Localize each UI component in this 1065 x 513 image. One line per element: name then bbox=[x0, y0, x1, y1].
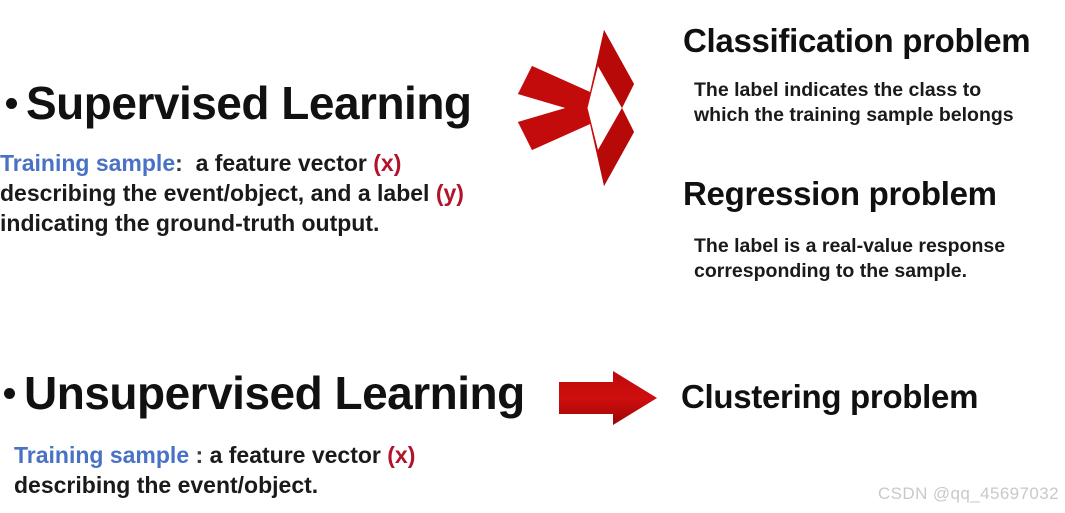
unsupervised-line-2-text: describing the event/object. bbox=[14, 472, 319, 498]
unsupervised-description-line-1: Training sample : a feature vector (x) bbox=[14, 440, 415, 470]
arrow-down-right-icon bbox=[512, 100, 640, 196]
detail-regression-line-1: The label is a real-value response bbox=[694, 235, 1006, 257]
detail-classification-line-1: The label indicates the class to bbox=[694, 79, 982, 101]
unsupervised-description: Training sample : a feature vector (x) d… bbox=[14, 440, 415, 500]
supervised-line-2-text: describing the event/object, and a label bbox=[0, 180, 436, 206]
heading-supervised-learning-text: Supervised Learning bbox=[26, 77, 472, 129]
training-sample-colon: : bbox=[195, 442, 204, 468]
bullet-icon bbox=[6, 97, 17, 109]
supervised-description: Training sample: a feature vector (x) de… bbox=[0, 148, 464, 238]
heading-unsupervised-learning: Unsupervised Learning bbox=[4, 370, 525, 416]
supervised-line-1-text: a feature vector bbox=[195, 150, 374, 176]
heading-classification-problem: Classification problem bbox=[683, 22, 1031, 59]
supervised-description-line-3: indicating the ground-truth output. bbox=[0, 208, 464, 238]
supervised-line-3-text: indicating the ground-truth output. bbox=[0, 210, 380, 236]
detail-regression-problem: The label is a real-value response corre… bbox=[694, 234, 1005, 284]
watermark-csdn: CSDN @qq_45697032 bbox=[878, 484, 1059, 503]
unsupervised-tag-x: (x) bbox=[387, 442, 416, 468]
supervised-description-line-1: Training sample: a feature vector (x) bbox=[0, 148, 464, 178]
detail-classification-problem: The label indicates the class to which t… bbox=[694, 78, 1014, 128]
unsupervised-description-line-2: describing the event/object. bbox=[14, 470, 415, 500]
heading-unsupervised-learning-text: Unsupervised Learning bbox=[24, 367, 525, 419]
detail-regression-line-2: corresponding to the sample. bbox=[694, 260, 968, 282]
arrow-right-icon bbox=[557, 369, 659, 427]
supervised-tag-y: (y) bbox=[435, 180, 464, 206]
detail-classification-line-2: which the training sample belongs bbox=[694, 104, 1014, 126]
heading-clustering-problem: Clustering problem bbox=[681, 378, 979, 415]
arrow-up-right-icon bbox=[512, 22, 640, 118]
training-sample-label: Training sample bbox=[14, 442, 190, 468]
training-sample-colon: : bbox=[175, 150, 183, 176]
supervised-tag-x: (x) bbox=[373, 150, 402, 176]
training-sample-label: Training sample bbox=[0, 150, 176, 176]
bullet-icon bbox=[4, 387, 15, 399]
heading-regression-problem: Regression problem bbox=[683, 175, 997, 212]
heading-supervised-learning: Supervised Learning bbox=[6, 80, 472, 126]
unsupervised-line-1-text: a feature vector bbox=[209, 442, 388, 468]
supervised-description-line-2: describing the event/object, and a label… bbox=[0, 178, 464, 208]
